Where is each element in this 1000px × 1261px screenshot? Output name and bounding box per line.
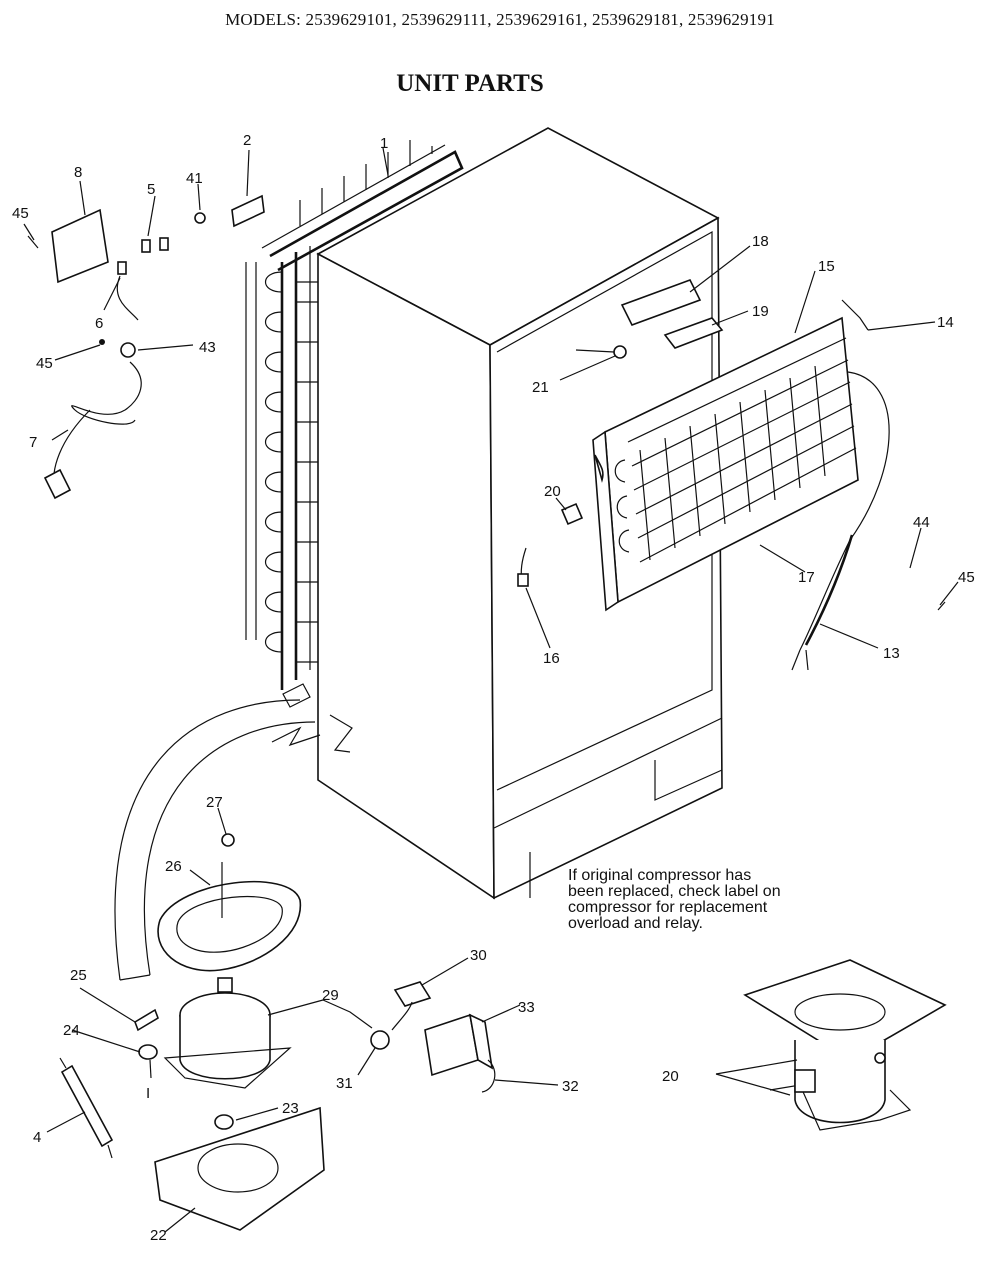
callout-31: 31: [336, 1075, 353, 1092]
compressor-note: If original compressor has been replaced…: [568, 868, 908, 932]
relay-overload: [370, 981, 496, 1093]
callout-45-right: 45: [958, 569, 975, 586]
callout-41: 41: [186, 170, 203, 187]
callout-4: 4: [33, 1129, 41, 1146]
callout-17: 17: [798, 569, 815, 586]
callout-21: 21: [532, 379, 549, 396]
callout-8: 8: [74, 164, 82, 181]
page-title: UNIT PARTS: [396, 70, 544, 97]
callout-32: 32: [562, 1078, 579, 1095]
alternate-compressor: [743, 959, 947, 1131]
callout-33: 33: [518, 999, 535, 1016]
callout-24: 24: [63, 1022, 80, 1039]
evaporator: [592, 316, 859, 612]
callout-23: 23: [282, 1100, 299, 1117]
models-header: MODELS: 2539629101, 2539629111, 25396291…: [225, 10, 775, 29]
callout-2: 2: [243, 132, 251, 149]
note-line-1: If original compressor has: [568, 867, 752, 884]
callout-6: 6: [95, 315, 103, 332]
callout-26: 26: [165, 858, 182, 875]
callout-16: 16: [543, 650, 560, 667]
note-line-4: overload and relay.: [568, 915, 703, 932]
door-parts: [517, 279, 724, 587]
compressor-assembly: [59, 833, 325, 1231]
callout-19: 19: [752, 303, 769, 320]
callout-13: 13: [883, 645, 900, 662]
callout-14: 14: [937, 314, 954, 331]
callout-1: 1: [380, 135, 388, 152]
callout-43: 43: [199, 339, 216, 356]
callout-18: 18: [752, 233, 769, 250]
callout-45-mid: 45: [36, 355, 53, 372]
callout-29: 29: [322, 987, 339, 1004]
callout-20-compressor: 20: [662, 1068, 679, 1085]
drain-hose: [114, 683, 353, 981]
note-line-2: been replaced, check label on: [568, 883, 781, 900]
small-parts-top-left: [27, 194, 265, 500]
callout-25: 25: [70, 967, 87, 984]
callout-15: 15: [818, 258, 835, 275]
callout-44: 44: [913, 514, 930, 531]
leader-lines: [23, 147, 959, 1233]
callout-20-door: 20: [544, 483, 561, 500]
callout-22: 22: [150, 1227, 167, 1244]
callout-7: 7: [29, 434, 37, 451]
callout-5: 5: [147, 181, 155, 198]
condenser-coil: [245, 140, 464, 690]
callout-30: 30: [470, 947, 487, 964]
callout-45-top: 45: [12, 205, 29, 222]
callout-27: 27: [206, 794, 223, 811]
callout-labels: 1 2 4 5 6 7 8 13 14 15 16 17 18 19 20 20…: [12, 132, 975, 1244]
note-line-3: compressor for replacement: [568, 899, 768, 916]
tubing: [791, 299, 890, 671]
callout-i: I: [146, 1085, 150, 1102]
